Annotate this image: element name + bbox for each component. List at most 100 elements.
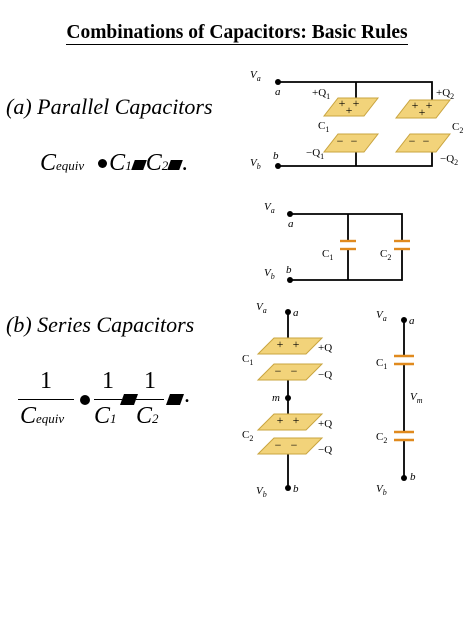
equation-period: . xyxy=(182,150,189,176)
ceq-subscript: equiv xyxy=(56,158,85,173)
plus-sign: + xyxy=(412,98,419,112)
parallel-3d-diagram: + + + − − + + + − − Va a Vb b +Q1 +Q2 −Q… xyxy=(250,69,463,171)
node-b-label: b xyxy=(410,471,416,483)
parallel-schematic: Va a Vb b C1 C2 xyxy=(264,201,410,283)
parallel-3d-wires xyxy=(278,81,433,167)
minus-q1-label: −Q1 xyxy=(306,147,324,161)
plus-sign: + xyxy=(353,96,360,110)
terminal-a-icon xyxy=(401,317,407,323)
node-b-label: b xyxy=(293,483,299,495)
c2-bottom-plate xyxy=(394,133,452,153)
parallel-capacitor-plates xyxy=(340,239,410,251)
series-3d-diagram: + + − − + + − − Va a +Q −Q C1 m +Q −Q C2… xyxy=(242,301,332,499)
plus-q-label: +Q xyxy=(318,418,332,430)
terminal-b-icon xyxy=(275,163,281,169)
c1-subscript: 1 xyxy=(125,158,132,173)
node-m-label: m xyxy=(272,392,280,404)
c2-label: C2 xyxy=(242,429,253,443)
c2-top-plate xyxy=(394,99,452,119)
vb-label: Vb xyxy=(264,267,275,281)
terminal-a-icon xyxy=(285,309,291,315)
va-label: Va xyxy=(256,301,267,315)
plus-q-label: +Q xyxy=(318,342,332,354)
c2-fraction-bar xyxy=(136,399,164,400)
ceq-symbol: C xyxy=(40,150,57,176)
c2-subscript: 2 xyxy=(161,158,169,173)
c2-denominator: C2 xyxy=(136,403,159,429)
equation-period: . xyxy=(184,382,190,408)
minus-q2-label: −Q2 xyxy=(440,153,458,167)
c1-label: C1 xyxy=(322,248,333,262)
va-label: Va xyxy=(264,201,275,215)
c2-top-plate xyxy=(256,413,324,431)
trailing-glyph-icon xyxy=(167,160,184,170)
c1-bottom-plate xyxy=(256,363,324,381)
c1-symbol: C xyxy=(109,150,126,176)
c2-label: C2 xyxy=(376,431,387,445)
node-b-label: b xyxy=(286,264,292,276)
minus-sign: − xyxy=(275,438,282,452)
plus-q1-label: +Q1 xyxy=(312,87,330,101)
equals-dot xyxy=(80,395,90,405)
minus-q-label: −Q xyxy=(318,369,332,381)
plus-sign: + xyxy=(419,105,426,119)
series-heading: (b) Series Capacitors xyxy=(6,312,195,337)
node-a-label: a xyxy=(275,86,281,98)
minus-sign: − xyxy=(275,364,282,378)
c1-numerator: 1 xyxy=(102,368,114,394)
ceq-fraction-bar xyxy=(18,399,74,400)
terminal-a-icon xyxy=(275,79,281,85)
minus-sign: − xyxy=(291,364,298,378)
trailing-glyph-icon xyxy=(165,394,185,405)
parallel-schematic-wires xyxy=(290,213,403,281)
node-a-label: a xyxy=(288,218,294,230)
node-a-label: a xyxy=(409,315,415,327)
series-capacitor-plates xyxy=(394,354,414,442)
plus-sign: + xyxy=(277,337,284,351)
c1-top-plate xyxy=(256,337,324,355)
c2-bottom-plate xyxy=(256,437,324,455)
terminal-b-icon xyxy=(401,475,407,481)
c2-label: C2 xyxy=(452,121,463,135)
terminal-a-icon xyxy=(287,211,293,217)
plus-sign: + xyxy=(293,337,300,351)
vm-label: Vm xyxy=(410,391,423,405)
plus-sign: + xyxy=(346,103,353,117)
equals-dot xyxy=(98,159,108,168)
parallel-heading: (a) Parallel Capacitors xyxy=(6,94,213,119)
terminal-b-icon xyxy=(285,485,291,491)
node-a-label: a xyxy=(293,307,299,319)
terminal-b-icon xyxy=(287,277,293,283)
c2-numerator: 1 xyxy=(144,368,156,394)
plus-sign: + xyxy=(339,96,346,110)
c2-label: C2 xyxy=(380,248,391,262)
plus-q2-label: +Q2 xyxy=(436,87,454,101)
va-label: Va xyxy=(250,69,261,83)
vb-label: Vb xyxy=(250,157,261,171)
c1-label: C1 xyxy=(318,120,329,134)
ceq-denominator: Cequiv xyxy=(20,403,65,429)
plus-sign: + xyxy=(426,98,433,112)
minus-sign: − xyxy=(423,134,430,148)
page-title: Combinations of Capacitors: Basic Rules xyxy=(66,22,408,45)
plus-sign: + xyxy=(293,413,300,427)
c2-symbol: C xyxy=(145,150,162,176)
ceq-numerator: 1 xyxy=(40,368,52,394)
c1-top-plate xyxy=(322,97,380,117)
minus-sign: − xyxy=(409,134,416,148)
minus-q-label: −Q xyxy=(318,444,332,456)
c1-label: C1 xyxy=(376,357,387,371)
c1-label: C1 xyxy=(242,353,253,367)
plus-glyph-icon xyxy=(130,160,147,170)
va-label: Va xyxy=(376,309,387,323)
series-schematic: Va a C1 Vm C2 b Vb xyxy=(376,309,423,497)
c1-fraction-bar xyxy=(94,399,122,400)
c1-bottom-plate xyxy=(322,133,380,153)
vb-label: Vb xyxy=(376,483,387,497)
node-m-icon xyxy=(285,395,291,401)
minus-sign: − xyxy=(291,438,298,452)
minus-sign: − xyxy=(351,134,358,148)
series-equation: 1 Cequiv 1 C1 1 C2 . xyxy=(18,368,218,438)
node-b-label: b xyxy=(273,150,279,162)
